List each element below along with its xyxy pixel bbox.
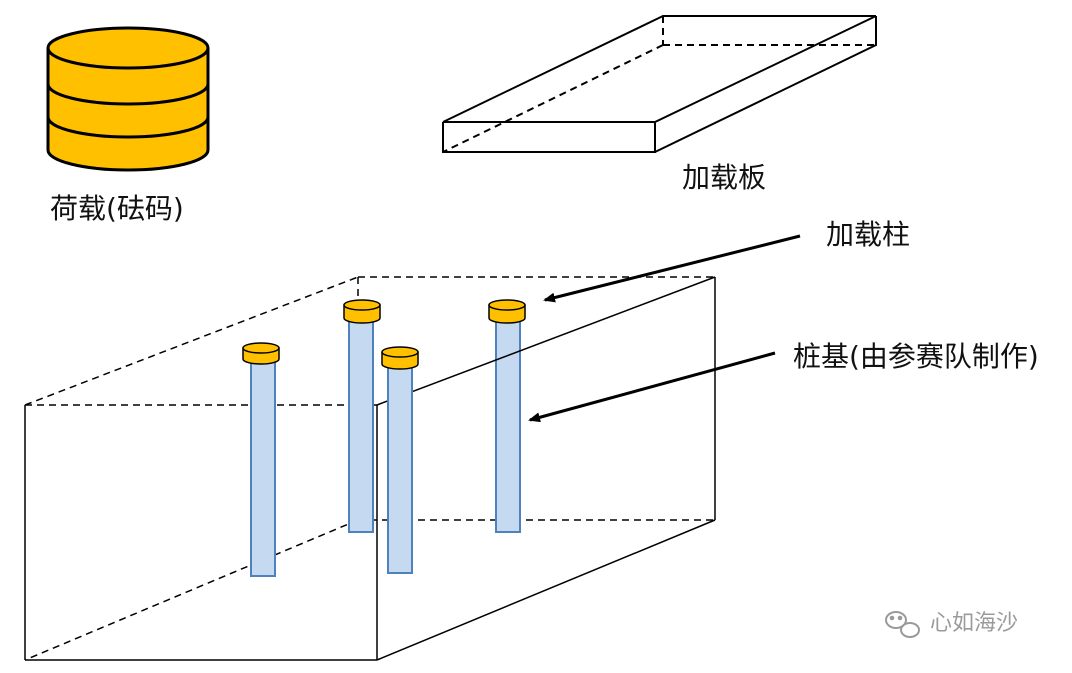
weight-label: 荷载(砝码) — [50, 192, 184, 225]
pile-foundation — [343, 299, 381, 533]
loading-plate — [442, 15, 877, 153]
pile-foundation — [242, 342, 280, 577]
pile-foundation — [381, 346, 419, 574]
watermark-text: 心如海沙 — [930, 611, 1019, 636]
weight-stack-icon — [46, 26, 210, 172]
loading-plate-label: 加载板 — [682, 161, 767, 194]
loading-column-cap — [488, 299, 526, 324]
pile-foundation — [488, 299, 526, 533]
loading-column-cap — [242, 342, 280, 365]
loading-column-cap — [343, 299, 381, 324]
soil-box-visible-edges — [24, 276, 716, 661]
loading-column-label: 加载柱 — [826, 218, 911, 251]
pile-foundation-arrow — [528, 351, 776, 423]
loading-column-arrow — [543, 234, 801, 303]
pile-foundation-label: 桩基(由参赛队制作) — [793, 340, 1039, 373]
wechat-icon — [885, 611, 920, 638]
loading-column-cap — [381, 346, 419, 370]
